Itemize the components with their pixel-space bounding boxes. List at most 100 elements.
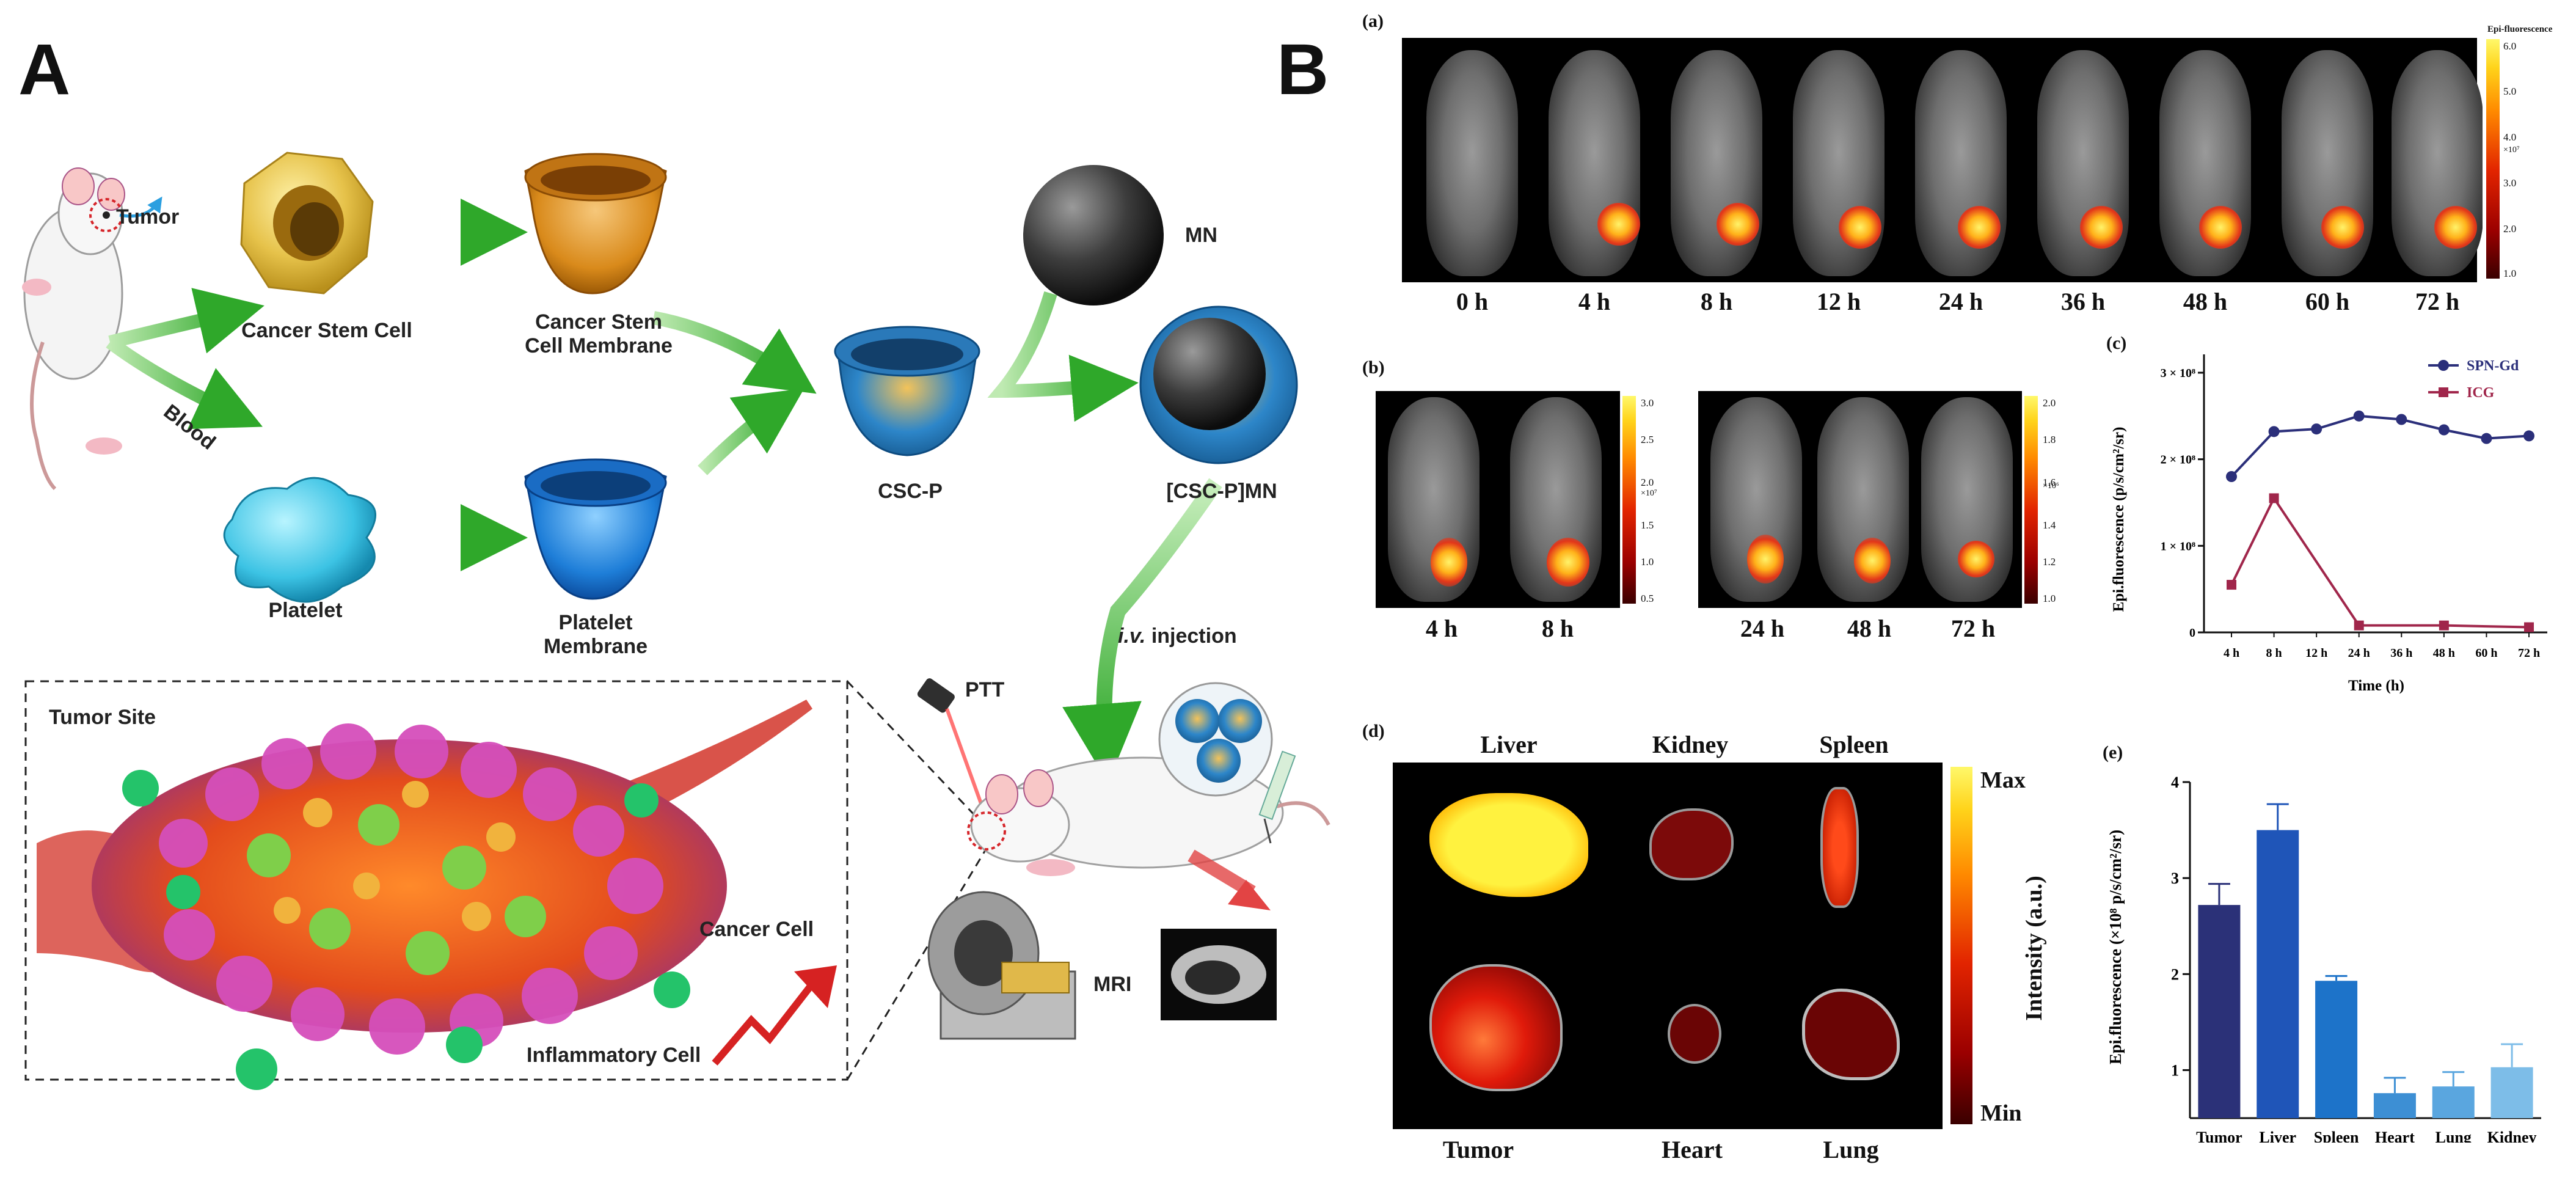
syringe-icon <box>1258 750 1296 844</box>
organ-spleen <box>1820 787 1859 908</box>
label-iv-injection: i.v. injection <box>1118 624 1301 648</box>
colorbar-a-exp: ×10⁷ <box>2503 145 2520 155</box>
timepoint-label: 60 h <box>2305 288 2350 315</box>
organ-label-tumor: Tumor <box>1442 1136 1514 1163</box>
chart-c-xtick-label: 24 h <box>2348 646 2370 660</box>
timepoint-label: 24 h <box>1938 288 1983 315</box>
chart-c-point <box>2227 580 2236 590</box>
panel-b-a-tag: (a) <box>1362 11 1384 31</box>
chart-e-ylabel: Epi.fluorescence (×10⁸ p/s/cm²/sr) <box>2106 830 2125 1064</box>
chart-c-xtick-label: 72 h <box>2518 646 2540 660</box>
mouse-image <box>1426 50 1518 276</box>
chart-e-category-label: Lung <box>2436 1129 2472 1143</box>
colorbar-a-gradient <box>2486 39 2500 279</box>
mn-particle-icon <box>1023 165 1164 305</box>
colorbar-b1-tick: 2.0 <box>1641 477 1654 488</box>
label-csc-p-mn: [CSC-P]MN <box>1166 480 1277 503</box>
label-ptt: PTT <box>965 678 1005 701</box>
mri-image <box>1161 929 1277 1020</box>
label-platelet: Platelet <box>268 599 343 622</box>
colorbar-b1-gradient <box>1622 396 1636 604</box>
chart-e-bar <box>2432 1086 2475 1118</box>
nanoparticle-inset-icon <box>1158 682 1273 797</box>
chart-c-series-line <box>2230 414 2530 478</box>
colorbar-a-tick: 5.0 <box>2503 86 2517 97</box>
csc-p-mn-icon <box>1139 305 1298 464</box>
chart-e-ytick-label: 3 <box>2171 869 2179 887</box>
panel-a-schematic <box>22 152 1330 1090</box>
chart-c-ytick-label: 3 × 10⁸ <box>2161 367 2195 380</box>
chart-c-point <box>2438 424 2450 436</box>
colorbar-a: Epi-fluorescence 6.0 5.0 4.0 ×10⁷ 3.0 2.… <box>2483 24 2574 281</box>
label-csc-membrane: Cancer Stem Cell Membrane <box>525 310 673 357</box>
label-iv-italic: i.v. <box>1118 624 1146 648</box>
chart-c-point <box>2523 430 2534 442</box>
chart-e-category-label: Tumor <box>2196 1129 2242 1143</box>
timepoint-label: 72 h <box>2415 288 2460 315</box>
organ-kidney <box>1649 808 1734 880</box>
chart-e-bar <box>2490 1067 2533 1118</box>
fluorescence-spot <box>1717 203 1759 246</box>
colorbar-b2-gradient <box>2024 396 2038 604</box>
fluorescence-spot <box>2199 206 2242 249</box>
colorbar-a-tick: 6.0 <box>2503 40 2517 52</box>
colorbar-b2-tick: 1.2 <box>2043 556 2056 568</box>
csc-membrane-icon <box>524 153 667 294</box>
panel-a-letter: A <box>18 29 71 110</box>
chart-e-ytick-label: 4 <box>2171 774 2179 791</box>
timepoint-label-b: 8 h <box>1541 615 1574 642</box>
label-tumor-site: Tumor Site <box>49 706 156 729</box>
fluorescence-spot <box>2080 206 2123 249</box>
chart-c-legend-marker <box>2438 360 2449 371</box>
chart-c-point <box>2524 622 2534 632</box>
cancer-stem-cell-icon <box>240 152 374 294</box>
chart-c-point <box>2269 493 2279 503</box>
bar-chart-e: Epi.fluorescence (×10⁸ p/s/cm²/sr) 1234T… <box>2106 774 2541 1143</box>
label-platelet-membrane: Platelet Membrane <box>543 611 648 658</box>
colorbar-b2-exp: ×10⁶ <box>2043 481 2059 491</box>
chart-c-series-line <box>2230 496 2530 629</box>
timepoint-label: 0 h <box>1456 288 1489 315</box>
timepoint-label: 48 h <box>2183 288 2228 315</box>
chart-c-xlabel: Time (h) <box>2348 678 2404 694</box>
colorbar-a-tick: 3.0 <box>2503 177 2517 189</box>
chart-c-xtick-label: 8 h <box>2266 646 2282 660</box>
platelet-membrane-icon <box>524 458 667 600</box>
fluorescence-spot <box>1431 538 1467 587</box>
panel-b-b-tag: (b) <box>1362 357 1385 378</box>
tumor-site-illustration <box>37 700 812 1090</box>
label-mn: MN <box>1185 224 1217 247</box>
fluorescence-spot <box>1839 206 1881 249</box>
organ-liver <box>1429 793 1588 897</box>
colorbar-a-tick: 2.0 <box>2503 223 2517 235</box>
fluorescence-spot <box>1547 538 1589 587</box>
colorbar-d-max: Max <box>1980 767 2026 793</box>
timepoint-label: 12 h <box>1816 288 1861 315</box>
csc-p-icon <box>834 326 980 456</box>
colorbar-a-tick: 4.0 <box>2503 131 2517 143</box>
colorbar-b2-tick: 1.0 <box>2043 593 2056 604</box>
colorbar-b1-exp: ×10⁷ <box>1641 489 1657 498</box>
organ-label-liver: Liver <box>1480 731 1538 758</box>
timepoint-label: 8 h <box>1700 288 1733 315</box>
colorbar-d-gradient <box>1950 767 1972 1124</box>
colorbar-b2: 2.0 1.8 ×10⁶ 1.6 1.4 1.2 1.0 <box>2022 391 2089 608</box>
chart-c-xtick-label: 4 h <box>2224 646 2239 660</box>
fluorescence-spot <box>1854 538 1891 584</box>
mouse-standing-icon <box>22 167 125 491</box>
chart-c-point <box>2354 620 2364 631</box>
label-csc-p: CSC-P <box>878 480 943 503</box>
colorbar-b2-tick: 1.4 <box>2043 519 2056 531</box>
chart-c-point <box>2481 433 2492 444</box>
label-cancer-cell: Cancer Cell <box>699 918 814 941</box>
ptt-laser-icon <box>917 678 988 820</box>
chart-c-xtick-label: 12 h <box>2305 646 2327 660</box>
label-iv-rest: injection <box>1145 624 1237 648</box>
label-tumor: Tumor <box>116 205 180 229</box>
colorbar-b1-tick: 0.5 <box>1641 593 1654 604</box>
chart-e-tag: (e) <box>2103 742 2123 763</box>
line-chart-c: Epi.fluorescence (p/s/cm²/sr) Time (h) 0… <box>2111 354 2547 694</box>
chart-c-legend-marker <box>2439 387 2448 397</box>
organ-label-heart: Heart <box>1662 1136 1723 1163</box>
chart-c-point <box>2353 410 2365 422</box>
